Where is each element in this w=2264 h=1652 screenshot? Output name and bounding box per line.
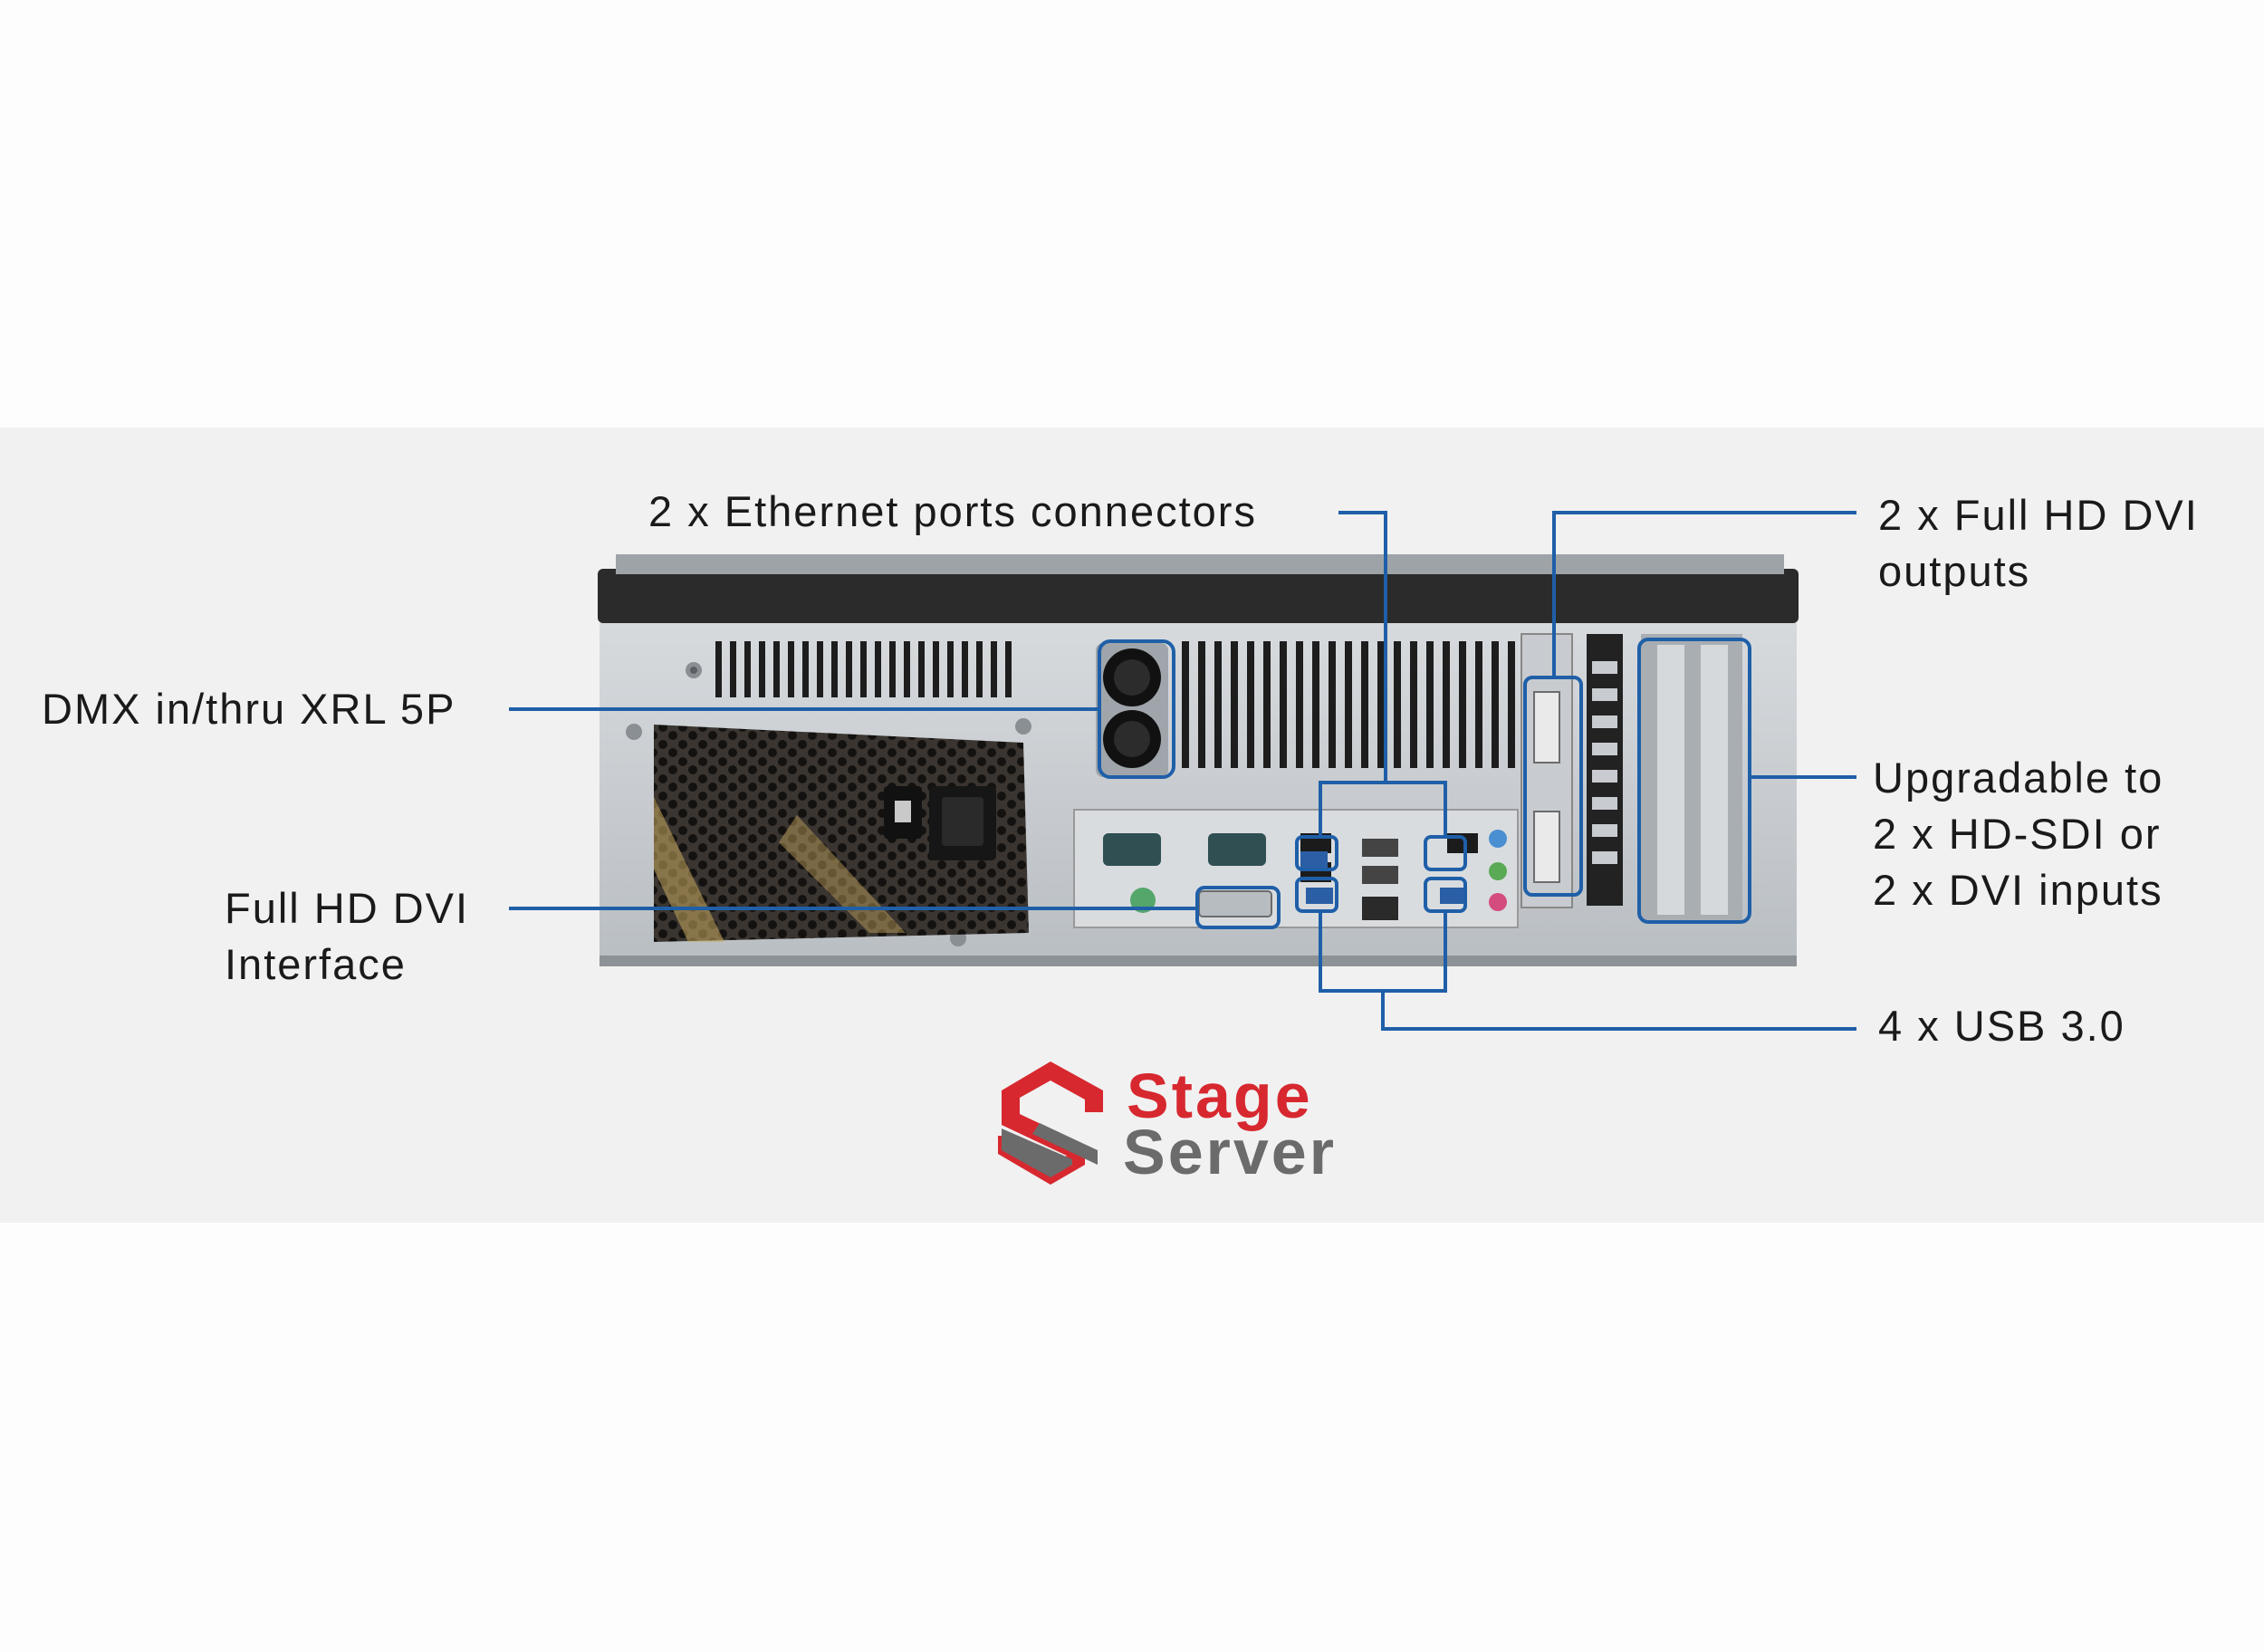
usb-left-bottom-highlight	[1295, 877, 1338, 913]
callout-usb: 4 x USB 3.0	[1878, 998, 2125, 1054]
callout-usb-line1: 4 x USB 3.0	[1878, 1002, 2125, 1050]
callout-upgradable-line2: 2 x HD-SDI or	[1873, 810, 2162, 858]
callout-dmx: DMX in/thru XRL 5P	[42, 681, 456, 737]
callout-dvi-outputs-line1: 2 x Full HD DVI	[1878, 491, 2199, 539]
callout-dvi-outputs-line2: outputs	[1878, 547, 2031, 595]
callout-upgradable: Upgradable to 2 x HD-SDI or 2 x DVI inpu…	[1873, 750, 2163, 918]
chassis-top	[598, 569, 1799, 623]
callout-upgradable-line1: Upgradable to	[1873, 754, 2164, 802]
callout-dvi-interface-line1: Full HD DVI	[225, 884, 470, 932]
callout-dmx-line1: DMX in/thru XRL 5P	[42, 685, 456, 733]
callout-upgradable-line3: 2 x DVI inputs	[1873, 866, 2163, 914]
vent-slots-middle	[1182, 641, 1515, 768]
gpu-bracket	[1521, 633, 1623, 908]
svg-text:Server: Server	[1123, 1117, 1337, 1187]
callout-dvi-interface: Full HD DVI Interface	[225, 880, 469, 993]
callout-ethernet: 2 x Ethernet ports connectors	[648, 484, 1257, 540]
dmx-xlr-connectors	[1096, 643, 1168, 777]
expansion-slots	[1641, 634, 1742, 922]
callout-dvi-outputs: 2 x Full HD DVI outputs	[1878, 487, 2199, 600]
expansion-slots-highlight	[1637, 638, 1751, 924]
power-supply	[654, 725, 1029, 942]
callout-ethernet-line1: 2 x Ethernet ports connectors	[648, 487, 1257, 535]
logo-mark	[998, 1061, 1103, 1185]
usb-left-top-highlight	[1295, 835, 1338, 871]
svg-text:Stage: Stage	[1127, 1061, 1313, 1131]
vent-slots-left	[715, 641, 1012, 697]
stage-server-logo: Stage Server	[998, 1061, 1337, 1187]
callout-dvi-interface-line2: Interface	[225, 940, 407, 988]
